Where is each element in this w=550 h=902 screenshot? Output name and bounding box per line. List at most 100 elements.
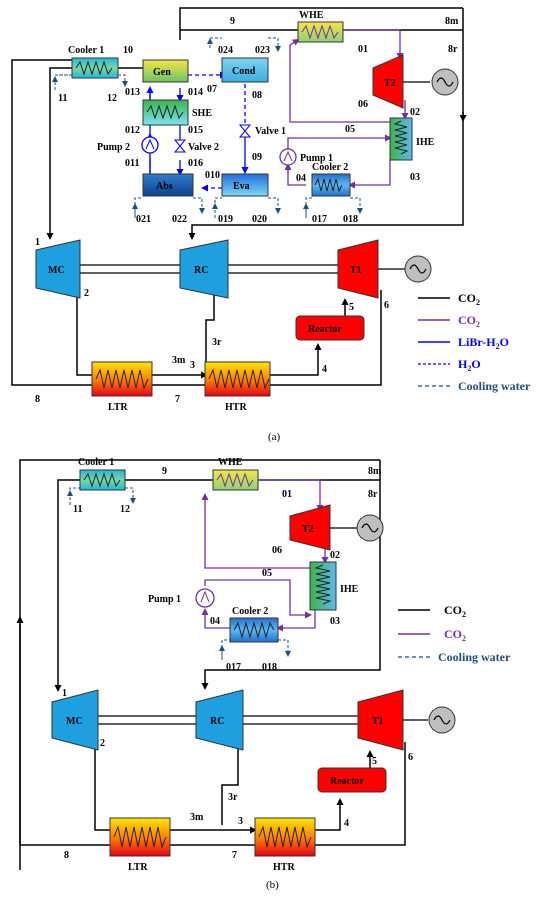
- legend-libr-a: LiBr-H2O: [458, 335, 509, 351]
- state-017-a: 017: [312, 214, 327, 225]
- rc-b: [195, 689, 244, 751]
- state-04-b: 04: [210, 616, 220, 627]
- state-3-a: 3: [190, 360, 195, 371]
- state-2-a: 2: [84, 288, 89, 299]
- caption-b: (b): [266, 879, 279, 891]
- label-pump1-b: Pump 1: [148, 594, 181, 605]
- legend-cooling-a: Cooling water: [458, 379, 531, 393]
- label-cond-a: Cond: [232, 66, 256, 77]
- state-11-b: 11: [73, 504, 82, 515]
- state-10-a: 10: [123, 45, 133, 56]
- label-ihe-b: IHE: [340, 584, 359, 595]
- state-8r-a: 8r: [448, 44, 458, 55]
- rc-a: [179, 239, 229, 299]
- state-024-a: 024: [218, 45, 233, 56]
- label-ihe-a: IHE: [416, 137, 435, 148]
- state-7-b: 7: [232, 850, 237, 861]
- panel-b: WHE Cooler 1 T2 IHE Pump 1 Cooler 2 MC R…: [16, 457, 511, 891]
- pump1-icon-b: [195, 588, 215, 608]
- state-01-b: 01: [282, 489, 292, 500]
- label-t1-b: T1: [372, 716, 384, 727]
- label-t2-b: T2: [302, 524, 314, 535]
- state-05-b: 05: [262, 568, 272, 579]
- t2-a: [372, 54, 404, 109]
- state-8r-b: 8r: [368, 489, 378, 500]
- state-03-a: 03: [410, 172, 420, 183]
- label-htr-a: HTR: [225, 402, 247, 413]
- state-016-a: 016: [188, 158, 203, 169]
- label-htr-b: HTR: [273, 862, 295, 873]
- label-ltr-b: LTR: [128, 862, 148, 873]
- label-cooler1-a: Cooler 1: [68, 45, 104, 56]
- state-015-a: 015: [188, 125, 203, 136]
- state-021-a: 021: [136, 214, 151, 225]
- state-8-a: 8: [35, 394, 40, 405]
- state-08-a: 08: [252, 90, 262, 101]
- label-mc-a: MC: [48, 265, 65, 276]
- cooler1-a: [71, 57, 119, 79]
- label-valve1-a: Valve 1: [255, 126, 286, 137]
- state-1-b: 1: [62, 688, 67, 699]
- mc-b: [51, 689, 99, 751]
- shaft-a: [80, 264, 405, 274]
- label-she-a: SHE: [192, 108, 212, 119]
- label-rc-b: RC: [210, 716, 224, 727]
- state-04-a: 04: [296, 173, 306, 184]
- state-5-b: 5: [372, 756, 377, 767]
- state-3m-b: 3m: [190, 812, 204, 823]
- state-01-a: 01: [358, 44, 368, 55]
- state-020-a: 020: [252, 214, 267, 225]
- valve1-icon-a: [238, 124, 252, 138]
- state-018-b: 018: [262, 662, 277, 673]
- label-valve2-a: Valve 2: [188, 142, 219, 153]
- state-09-a: 09: [252, 152, 262, 163]
- label-cooler2-a: Cooler 2: [312, 162, 348, 173]
- legend-cooling-b: Cooling water: [438, 650, 511, 664]
- state-3r-b: 3r: [228, 792, 238, 803]
- label-pump2-a: Pump 2: [97, 142, 130, 153]
- label-mc-b: MC: [66, 716, 83, 727]
- legend-co2-purple-a: CO2: [458, 313, 480, 329]
- label-pump1-a: Pump 1: [300, 153, 333, 164]
- state-013-a: 013: [125, 87, 140, 98]
- state-014-a: 014: [188, 87, 203, 98]
- t2-b: [289, 504, 331, 551]
- state-8-b: 8: [64, 850, 69, 861]
- state-8m-a: 8m: [445, 16, 459, 27]
- state-4-b: 4: [344, 818, 349, 829]
- state-011-a: 011: [125, 158, 139, 169]
- co2-lines-a: [11, 7, 467, 386]
- state-06-b: 06: [272, 545, 282, 556]
- state-12-b: 12: [120, 504, 130, 515]
- state-03-b: 03: [330, 616, 340, 627]
- label-cooler1-b: Cooler 1: [78, 457, 114, 468]
- state-7-a: 7: [175, 394, 180, 405]
- state-3-b: 3: [238, 816, 243, 827]
- state-6-a: 6: [384, 300, 389, 311]
- mc-a: [35, 239, 81, 299]
- state-012-a: 012: [125, 125, 140, 136]
- legend-a: CO2 CO2 LiBr-H2O H2O Cooling water: [418, 291, 531, 393]
- state-023-a: 023: [255, 45, 270, 56]
- state-4-a: 4: [322, 364, 327, 375]
- t1-a: [337, 239, 379, 299]
- state-07-a: 07: [207, 84, 217, 95]
- co2-purple-lines-a: [284, 29, 409, 189]
- cooling-water-lines-b: [67, 487, 291, 660]
- state-5-a: 5: [349, 302, 354, 313]
- state-019-a: 019: [218, 214, 233, 225]
- state-05-a: 05: [345, 124, 355, 135]
- state-022-a: 022: [172, 214, 187, 225]
- state-11-a: 11: [58, 93, 67, 104]
- label-whe-b: WHE: [218, 457, 243, 468]
- co2-purple-lines-b: [201, 479, 329, 632]
- label-ltr-a: LTR: [108, 402, 128, 413]
- she-a: [142, 99, 189, 126]
- co2-lines-b: [16, 459, 406, 870]
- label-abs-a: Abs: [156, 181, 173, 192]
- label-cooler2-b: Cooler 2: [232, 606, 268, 617]
- legend-co2-black-a: CO2: [458, 291, 480, 307]
- state-6-b: 6: [408, 752, 413, 763]
- state-2-b: 2: [100, 738, 105, 749]
